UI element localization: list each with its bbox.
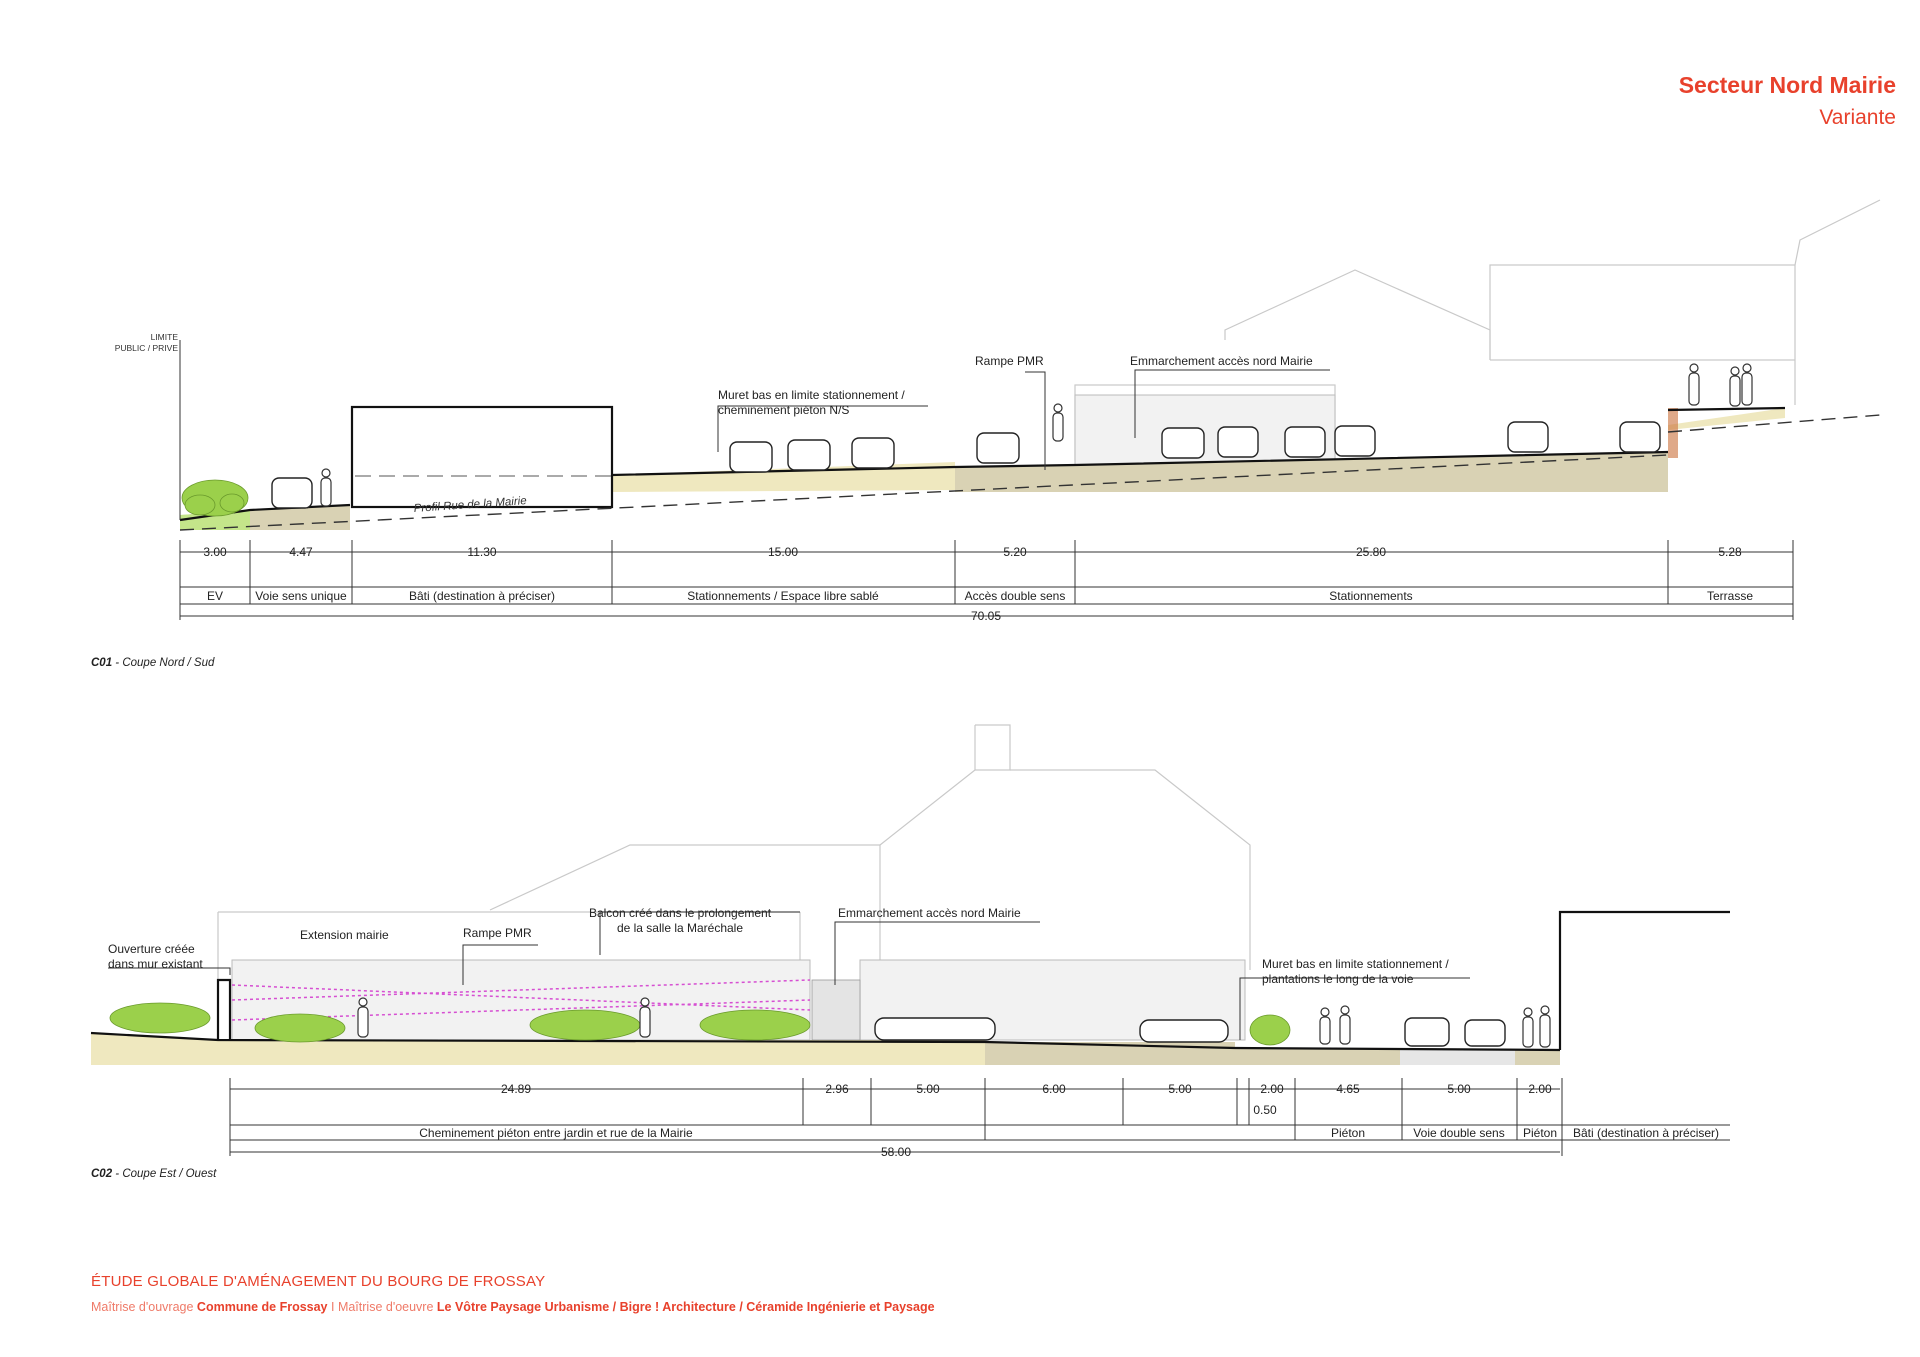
c02-sand-path <box>230 1040 985 1065</box>
c02-dim: 5.00 <box>1168 1082 1192 1096</box>
c02-cars <box>874 1017 1506 1047</box>
c01-dim: 5.28 <box>1718 545 1742 559</box>
c02-zone: Bâti (destination à préciser) <box>1573 1126 1719 1140</box>
c02-road-surface <box>1400 1050 1515 1065</box>
section-c02: Ouverture créée dans mur existant Extens… <box>90 724 1730 1180</box>
c01-zone: EV <box>207 589 223 603</box>
c02-background-buildings <box>217 724 1251 980</box>
c01-terrace-surface <box>1668 408 1785 430</box>
client-name: Commune de Frossay <box>196 1300 328 1314</box>
c01-note-rampe: Rampe PMR <box>975 354 1044 368</box>
c02-dimension-lines <box>229 1078 1730 1156</box>
c01-dim: 5.20 <box>1003 545 1027 559</box>
study-title: ÉTUDE GLOBALE D'AMÉNAGEMENT DU BOURG DE … <box>91 1273 546 1290</box>
c02-note-muret-1: Muret bas en limite stationnement / <box>1262 957 1449 971</box>
credits-separator: I <box>327 1300 338 1314</box>
c01-dimension-lines <box>179 540 1794 620</box>
c02-note-extension: Extension mairie <box>300 928 389 942</box>
c02-total: 58.00 <box>881 1145 911 1159</box>
c02-dimension-values: 24.89 2.96 5.00 6.00 5.00 2.00 4.65 5.00… <box>501 1082 1552 1117</box>
c02-leaders <box>108 911 1470 1040</box>
c02-road-earth-right <box>1235 1048 1400 1065</box>
c02-dim: 2.00 <box>1528 1082 1552 1096</box>
c02-zone: Piéton <box>1331 1126 1365 1140</box>
c01-dim: 4.47 <box>289 545 313 559</box>
c01-vegetation <box>181 479 249 517</box>
c01-note-emmarchement: Emmarchement accès nord Mairie <box>1130 354 1313 368</box>
c01-dim: 11.30 <box>467 545 496 559</box>
c02-dim: 24.89 <box>501 1082 531 1096</box>
c01-zone: Stationnements <box>1329 589 1412 603</box>
c01-dim: 3.00 <box>203 545 227 559</box>
c01-profile-label: Profil Rue de la Mairie <box>413 495 527 515</box>
c01-dim: 15.00 <box>768 545 798 559</box>
c02-dim: 6.00 <box>1042 1082 1066 1096</box>
contractor-label: Maîtrise d'oeuvre <box>337 1300 437 1314</box>
c02-zone: Piéton <box>1523 1126 1557 1140</box>
c01-zone: Bâti (destination à préciser) <box>409 589 555 603</box>
c01-zone: Stationnements / Espace libre sablé <box>687 589 879 603</box>
c01-zone: Accès double sens <box>965 589 1066 603</box>
c02-note-balcon-1: Balcon créé dans le prolongement <box>589 906 772 920</box>
c02-zone: Voie double sens <box>1413 1126 1504 1140</box>
c01-dimension-values: 3.00 4.47 11.30 15.00 5.20 25.80 5.28 <box>203 545 1742 559</box>
c01-zone: Voie sens unique <box>255 589 347 603</box>
c02-note-ouverture-1: Ouverture créée <box>108 942 195 956</box>
c02-vegetation <box>109 1002 1291 1046</box>
c01-profile-dashed-right <box>1667 414 1881 433</box>
c02-sidewalk <box>1515 1050 1560 1065</box>
c02-dim: 2.96 <box>825 1082 849 1096</box>
c02-ground-lines <box>90 910 1730 1052</box>
client-label: Maîtrise d'ouvrage <box>91 1300 197 1314</box>
section-c01: LIMITE PUBLIC / PRIVE Profil Rue de la M… <box>91 199 1881 669</box>
c01-zone: Terrasse <box>1707 589 1753 603</box>
c02-note-balcon-2: de la salle la Maréchale <box>617 921 743 935</box>
c02-ramp-lines <box>231 979 811 1021</box>
c01-cars <box>271 421 1661 509</box>
c01-sand-surface <box>612 462 955 492</box>
c01-terrace-wall <box>1668 408 1678 458</box>
c02-people <box>357 997 1551 1048</box>
c02-dim: 5.00 <box>1447 1082 1471 1096</box>
c01-total: 70.05 <box>971 609 1001 623</box>
c02-note-ouverture-2: dans mur existant <box>108 957 203 971</box>
c01-dim: 25.80 <box>1356 545 1386 559</box>
c01-limit-label-2: PUBLIC / PRIVE <box>115 343 179 353</box>
c01-access-earth <box>955 465 1075 492</box>
c02-note-emmarchement: Emmarchement accès nord Mairie <box>838 906 1021 920</box>
c01-note-muret-1: Muret bas en limite stationnement / <box>718 388 905 402</box>
c02-dim: 5.00 <box>916 1082 940 1096</box>
c02-road-earth <box>985 1042 1235 1065</box>
c02-dim: 2.00 <box>1260 1082 1284 1096</box>
c01-zone-labels: EV Voie sens unique Bâti (destination à … <box>207 589 1753 603</box>
c01-limit-label-1: LIMITE <box>151 332 179 342</box>
c02-note-muret-2: plantations le long de la voie <box>1262 972 1414 986</box>
c02-zone-labels: Cheminement piéton entre jardin et rue d… <box>419 1126 1719 1140</box>
c02-ground-left <box>91 1033 230 1065</box>
contractor-names: Le Vôtre Paysage Urbanisme / Bigre ! Arc… <box>436 1300 935 1314</box>
c02-caption: C02 - Coupe Est / Ouest <box>91 1168 217 1180</box>
c02-steps <box>811 979 861 1041</box>
c02-dim: 4.65 <box>1336 1082 1360 1096</box>
c01-profile-dashed <box>179 454 1669 531</box>
sheet-title: Secteur Nord Mairie <box>1678 72 1896 98</box>
sheet-subtitle: Variante <box>1819 106 1896 129</box>
c01-leaders <box>179 340 1330 520</box>
c02-zone: Cheminement piéton entre jardin et rue d… <box>419 1126 693 1140</box>
c01-ground-lines <box>179 405 1786 522</box>
c01-caption: C01 - Coupe Nord / Sud <box>91 657 215 669</box>
c02-small-dim: 0.50 <box>1253 1103 1277 1117</box>
c01-people <box>320 363 1753 507</box>
credits: Maîtrise d'ouvrage Commune de Frossay I … <box>91 1300 935 1314</box>
c02-note-rampe: Rampe PMR <box>463 926 532 940</box>
c01-note-muret-2: cheminement piéton N/S <box>718 403 849 417</box>
